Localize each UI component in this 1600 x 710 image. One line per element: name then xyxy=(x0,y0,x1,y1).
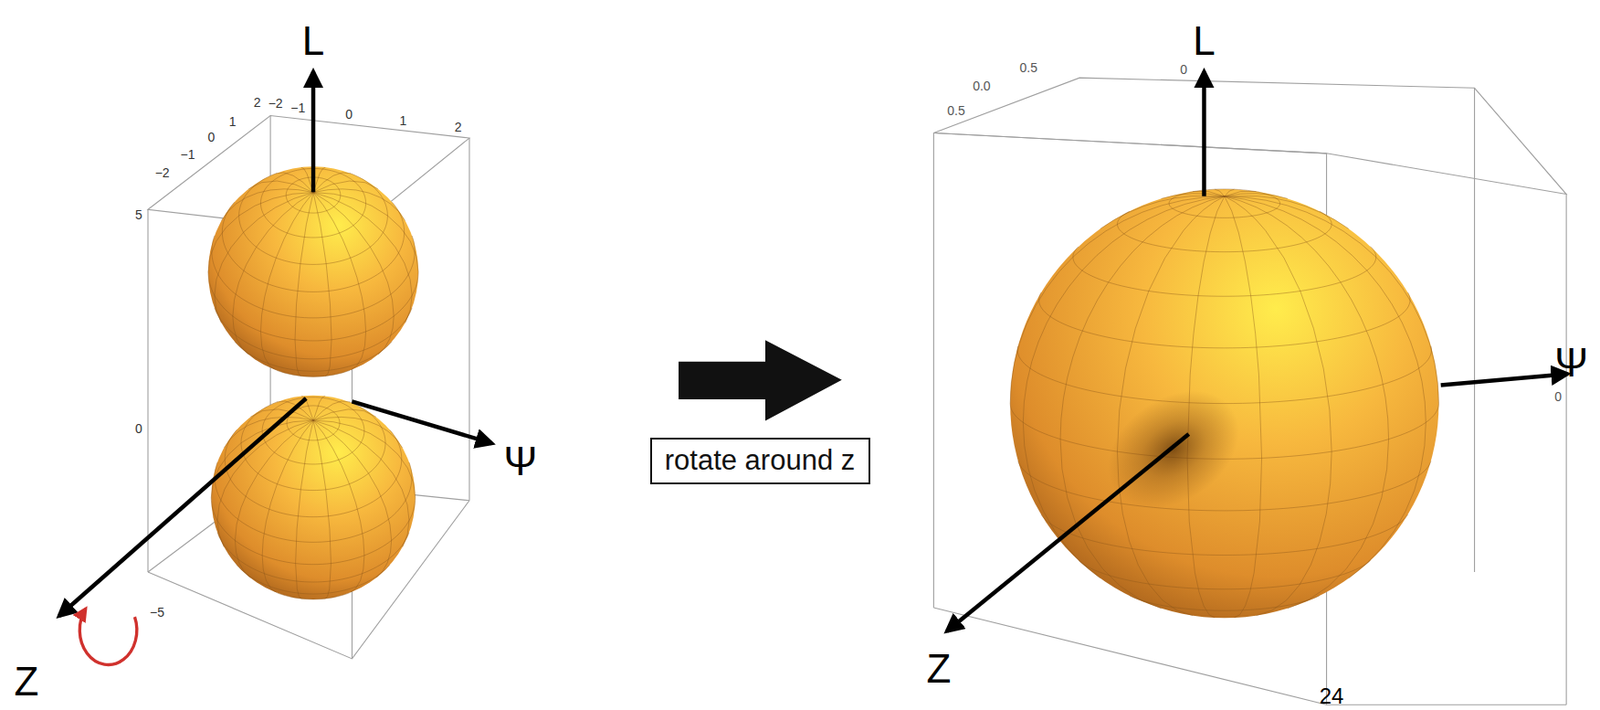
rotation-arrow xyxy=(79,608,137,664)
page-number: 24 xyxy=(1319,684,1345,707)
process-box: rotate around z xyxy=(650,437,871,485)
tick-label: 1 xyxy=(399,114,407,127)
tick-label: −2 xyxy=(268,96,284,110)
surface-dimple xyxy=(1085,366,1262,532)
tick-label: 0 xyxy=(207,130,215,144)
transition-arrow xyxy=(678,339,843,421)
mesh-lines xyxy=(1010,189,1439,618)
tick-label: −1 xyxy=(290,101,306,115)
axis-label: Ψ xyxy=(503,441,537,482)
tick-label: 2 xyxy=(253,95,262,109)
plot-frame xyxy=(147,115,470,658)
tick-label: 0.0 xyxy=(972,79,990,93)
surface xyxy=(210,395,415,600)
mesh-lines xyxy=(210,395,415,599)
tick-label: −1 xyxy=(180,147,196,161)
tick-label: 0 xyxy=(135,421,143,435)
surface-fill xyxy=(210,395,415,600)
tick-label: 0 xyxy=(1554,389,1562,403)
axis-label: Z xyxy=(926,648,952,689)
axis-label: Z xyxy=(14,661,40,702)
surface-fill xyxy=(1010,189,1439,618)
mesh-lines xyxy=(208,167,419,377)
surface-plots xyxy=(208,166,1440,618)
axis-label: Ψ xyxy=(1554,342,1589,383)
plot-frame xyxy=(933,77,1567,705)
tick-label: 0 xyxy=(1179,63,1188,76)
tick-label: 1 xyxy=(229,115,237,128)
axes xyxy=(59,71,1568,631)
axis-label: L xyxy=(1192,21,1215,62)
surface-fill xyxy=(208,166,419,377)
tick-label: −2 xyxy=(155,166,170,179)
surface xyxy=(1010,189,1439,618)
axis-label: L xyxy=(302,21,325,62)
tick-label: 5 xyxy=(135,208,143,222)
tick-label: −5 xyxy=(149,605,165,619)
tick-label: 0 xyxy=(345,107,353,121)
tick-label: 2 xyxy=(454,120,463,134)
surface xyxy=(208,166,419,377)
tick-label: 0.5 xyxy=(1020,61,1038,74)
box-text: rotate around z xyxy=(664,444,856,476)
tick-label: 0.5 xyxy=(947,104,965,117)
